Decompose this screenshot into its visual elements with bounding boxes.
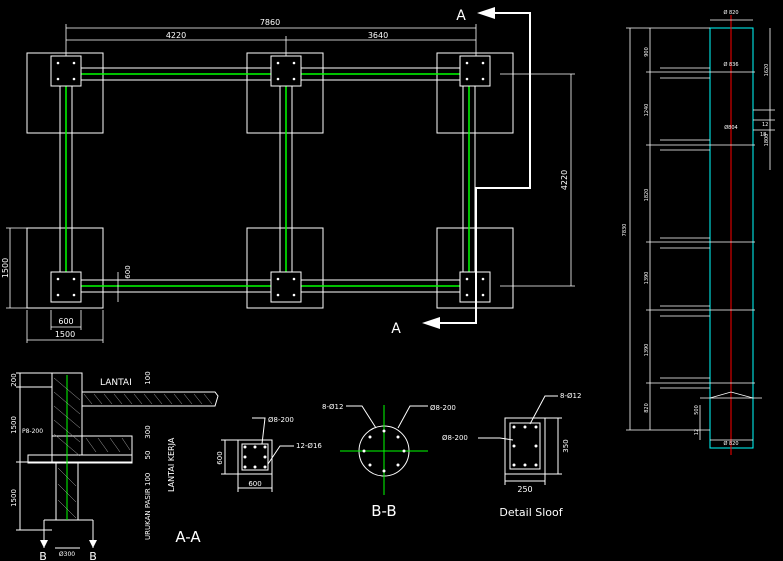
- pile-segment-dim: 1240: [644, 104, 650, 117]
- section-aa: [16, 372, 219, 549]
- pile-segment-dim: 1820: [644, 189, 650, 202]
- footing-pad: [246, 227, 324, 309]
- pile-side-dim: 1620: [764, 64, 770, 77]
- label-urukan: URUKAN PASIR 100: [144, 473, 152, 540]
- pile-mid-label-2: Ø804: [724, 124, 737, 131]
- plan-dimensions: [6, 24, 575, 343]
- title-detail-sloof: Detail Sloof: [499, 506, 563, 519]
- dim-footing-height: 1500: [1, 258, 10, 278]
- pile-mid-label-1: Ø 836: [723, 61, 738, 68]
- section-arrow-top: [477, 7, 495, 19]
- column-rebar-dots: [56, 61, 485, 297]
- dim-right-span: 3640: [368, 31, 388, 40]
- section-aa-hatch: [53, 377, 213, 519]
- column-detail: [221, 417, 294, 492]
- label-plate: P8-200: [22, 428, 43, 435]
- pile-small-dim: 12: [762, 122, 768, 128]
- label-lantai-kerja: LANTAI KERJA: [167, 437, 176, 492]
- column-detail-bars: [243, 445, 267, 469]
- pile-top-label: Ø 820: [723, 9, 738, 16]
- column: [270, 55, 302, 87]
- dim-1500b: 1500: [10, 489, 18, 507]
- sloof-height-dim: 350: [562, 439, 570, 452]
- sloof-bars: [512, 425, 538, 467]
- beam-centerlines: [65, 73, 476, 287]
- title-section-bb: B-B: [371, 502, 396, 520]
- dim-100: 100: [144, 371, 152, 384]
- bb-spiral-label: Ø8-200: [430, 404, 456, 412]
- sloof-width-dim: 250: [517, 485, 532, 494]
- b-arrow-left: [40, 540, 48, 548]
- pile-small-dim: 500: [694, 405, 700, 415]
- section-arrow-bottom: [422, 317, 440, 329]
- dim-300: 300: [144, 425, 152, 438]
- b-marker-left: B: [39, 550, 47, 561]
- dim-column-width: 600: [58, 317, 73, 326]
- pile-total-length: 7830: [622, 224, 628, 237]
- bb-main-label: 8-Ø12: [322, 403, 343, 411]
- columns: [50, 55, 491, 303]
- pile-elevation: [626, 15, 775, 455]
- b-arrow-right: [89, 540, 97, 548]
- sloof-main-label: 8-Ø12: [560, 392, 581, 400]
- dim-vertical-span: 4220: [560, 170, 569, 190]
- dim-column-offset: 600: [124, 265, 132, 278]
- dim-left-span: 4220: [166, 31, 186, 40]
- label-lantai: LANTAI: [100, 378, 132, 388]
- section-marker-bottom: A: [391, 321, 401, 337]
- column: [270, 271, 302, 303]
- pile-segment-dim: 900: [644, 47, 650, 57]
- col-stirrup-label: Ø8-200: [268, 416, 294, 424]
- pile-bottom-label: Ø 820: [723, 440, 738, 447]
- col-height-dim: 600: [216, 451, 224, 464]
- b-marker-right: B: [89, 550, 97, 561]
- section-cut-line: [440, 12, 531, 324]
- pile-small-dim: 12: [694, 429, 700, 435]
- pile-segment-dim: 1390: [644, 344, 650, 357]
- column: [459, 55, 491, 87]
- footing-pad: [26, 227, 104, 309]
- sloof-stirrup-label: Ø8-200: [442, 434, 468, 442]
- pile-side-dim: 1800: [764, 134, 770, 147]
- dim-200: 200: [10, 373, 18, 386]
- column: [50, 55, 82, 87]
- plan-view: [26, 52, 514, 309]
- dim-footing-width: 1500: [55, 330, 75, 339]
- section-marker-top: A: [456, 8, 466, 24]
- column: [50, 271, 82, 303]
- dim-50: 50: [144, 451, 152, 460]
- col-main-label: 12-Ø16: [296, 442, 322, 450]
- title-section-aa: A-A: [175, 528, 201, 546]
- pile-small-dim: 18: [760, 132, 766, 138]
- footing-pad: [246, 52, 324, 134]
- dim-total: 7860: [260, 18, 280, 27]
- pile-segment-dim: 820: [644, 403, 650, 413]
- col-width-dim: 600: [248, 480, 261, 488]
- dim-1500a: 1500: [10, 416, 18, 434]
- dim-pile-diameter: Ø300: [59, 551, 75, 558]
- pile-segment-dim: 1390: [644, 272, 650, 285]
- pile-segments: 900 1240 1820 1390 1390 820: [644, 47, 650, 413]
- footing-pad: [26, 52, 104, 134]
- section-bb: [340, 405, 428, 495]
- sloof-detail: [478, 395, 562, 485]
